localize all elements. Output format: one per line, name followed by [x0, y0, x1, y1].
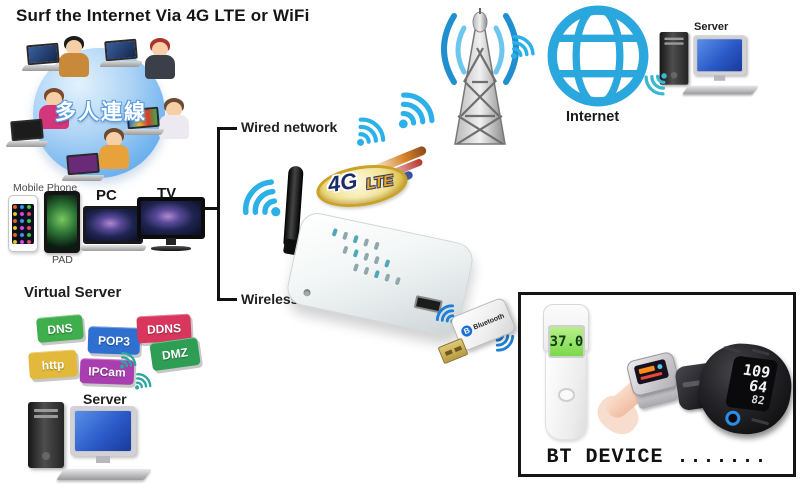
smartphone-icon — [8, 195, 38, 252]
pad-label: PAD — [52, 254, 73, 266]
thermometer-button — [558, 388, 575, 402]
person-figure — [97, 128, 131, 170]
bluetooth-icon: B — [459, 323, 475, 339]
server-label-top: Server — [694, 21, 729, 33]
server-label-bottom: Server — [83, 391, 127, 407]
bluetooth-dongle: B Bluetooth — [424, 292, 532, 380]
page-title: Surf the Internet Via 4G LTE or WiFi — [16, 6, 310, 25]
bp-pulse: 82 — [750, 392, 766, 407]
reset-pinhole — [302, 288, 312, 297]
4g-lte-logo: 4G LTE — [313, 145, 428, 213]
oximeter-display — [633, 358, 670, 385]
person-figure — [37, 88, 71, 130]
logo-4g-text: 4G — [326, 167, 360, 198]
pc-laptop-icon — [80, 206, 146, 251]
blood-pressure-monitor-icon: 109 64 82 — [674, 338, 797, 446]
multi-user-illustration: 多人連線 — [5, 36, 195, 188]
person-figure — [57, 36, 91, 78]
tablet-icon — [44, 191, 80, 253]
server-computer-icon — [26, 402, 152, 482]
bluetooth-label: Bluetooth — [472, 312, 506, 332]
badge-dns: DNS — [35, 314, 85, 343]
multi-user-caption: 多人連線 — [55, 101, 147, 124]
thermometer-display: 37.0 — [548, 325, 585, 358]
internet-globe-icon — [547, 5, 649, 107]
ir-thermometer-icon: 37.0 — [537, 304, 595, 440]
badge-dmz: DMZ — [149, 336, 201, 372]
tv-icon — [137, 197, 205, 251]
bt-device-caption: BT DEVICE ....... — [546, 446, 768, 469]
server-computer-icon — [658, 32, 759, 96]
internet-label: Internet — [566, 109, 620, 125]
badge-http: http — [28, 349, 78, 380]
pulse-oximeter-icon — [591, 350, 681, 445]
virtual-server-heading: Virtual Server — [24, 284, 122, 301]
laptop-icon — [61, 152, 105, 181]
bp-start-button — [724, 409, 742, 427]
bracket-line — [200, 207, 217, 210]
laptop-icon — [99, 38, 143, 67]
person-figure — [143, 38, 177, 80]
bp-display: 109 64 82 — [724, 355, 779, 413]
bracket-line — [217, 127, 220, 301]
pc-label: PC — [96, 187, 117, 204]
bp-diastolic: 64 — [747, 376, 770, 397]
bracket-line — [220, 298, 237, 301]
cell-tower-icon — [441, 8, 519, 145]
person-figure — [157, 98, 191, 140]
wired-network-label: Wired network — [241, 119, 338, 135]
bt-device-box: 37.0 109 64 82 — [518, 292, 797, 477]
bracket-line — [220, 127, 237, 130]
